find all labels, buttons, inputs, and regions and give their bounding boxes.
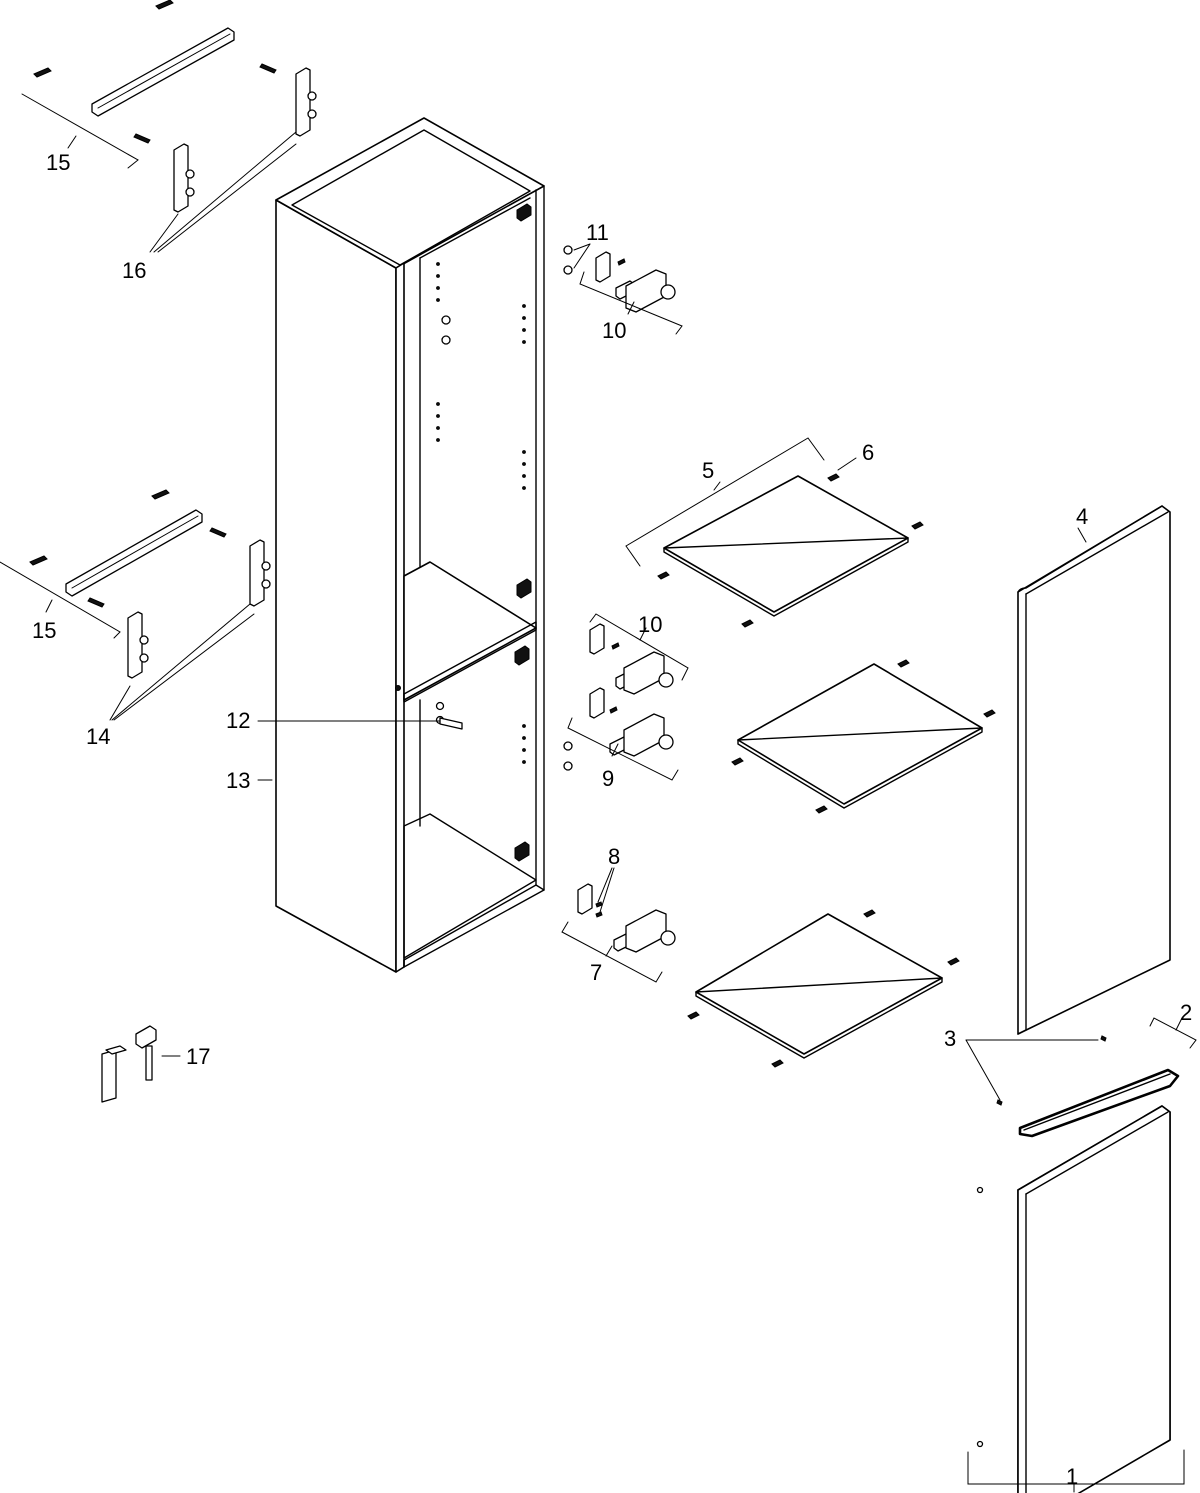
callout-labels: 1 2 3 4 5 6 7 8 9 10 10 11 12 13 14 15 1…: [32, 150, 1192, 1489]
handle-strip: [1018, 1068, 1180, 1138]
dowel-pin-icon: [439, 717, 463, 730]
glass-shelf-middle: [737, 663, 983, 809]
wall-rail-lower: [29, 489, 227, 608]
lower-door-panel: [1017, 1105, 1171, 1493]
callout-10-upper: 10: [602, 318, 626, 343]
callout-3: 3: [944, 1026, 956, 1051]
callout-6: 6: [862, 440, 874, 465]
callout-15-upper: 15: [46, 150, 70, 175]
hinge-assembly-middle-b: [563, 687, 674, 771]
callout-12: 12: [226, 708, 250, 733]
glass-shelf-bottom: [695, 913, 943, 1059]
door-panel: [1017, 505, 1171, 1035]
glass-shelf-top: [663, 475, 909, 617]
hinge-assembly-upper: [563, 245, 676, 313]
callout-4: 4: [1076, 504, 1088, 529]
callout-1: 1: [1066, 1464, 1078, 1489]
wall-rail-upper: [33, 0, 277, 144]
hinge-plate-icon: [514, 203, 532, 862]
callout-9: 9: [602, 766, 614, 791]
hanging-bracket-lower-right: [249, 539, 271, 607]
callout-14: 14: [86, 724, 110, 749]
callout-7: 7: [590, 960, 602, 985]
callout-8: 8: [608, 844, 620, 869]
leader-lines: [0, 93, 1197, 1493]
callout-10-middle: 10: [638, 612, 662, 637]
callout-13: 13: [226, 768, 250, 793]
hinge-assembly-lower: [577, 883, 676, 953]
shelf-support-pins: [657, 473, 996, 1068]
hanging-bracket-upper-left: [173, 143, 195, 213]
fastener-screws: [976, 1035, 1107, 1448]
callout-16: 16: [122, 258, 146, 283]
cabinet-feet: [101, 1025, 157, 1103]
hanging-bracket-lower-left: [127, 611, 149, 679]
shelf-pin-holes: [395, 262, 526, 764]
cabinet-body: [275, 117, 545, 973]
hanging-bracket-upper-right: [295, 67, 317, 137]
callout-2: 2: [1180, 1000, 1192, 1025]
hinge-assembly-middle-a: [589, 623, 674, 695]
callout-17: 17: [186, 1044, 210, 1069]
callout-5: 5: [702, 458, 714, 483]
callout-11: 11: [586, 220, 609, 245]
callout-15-lower: 15: [32, 618, 56, 643]
